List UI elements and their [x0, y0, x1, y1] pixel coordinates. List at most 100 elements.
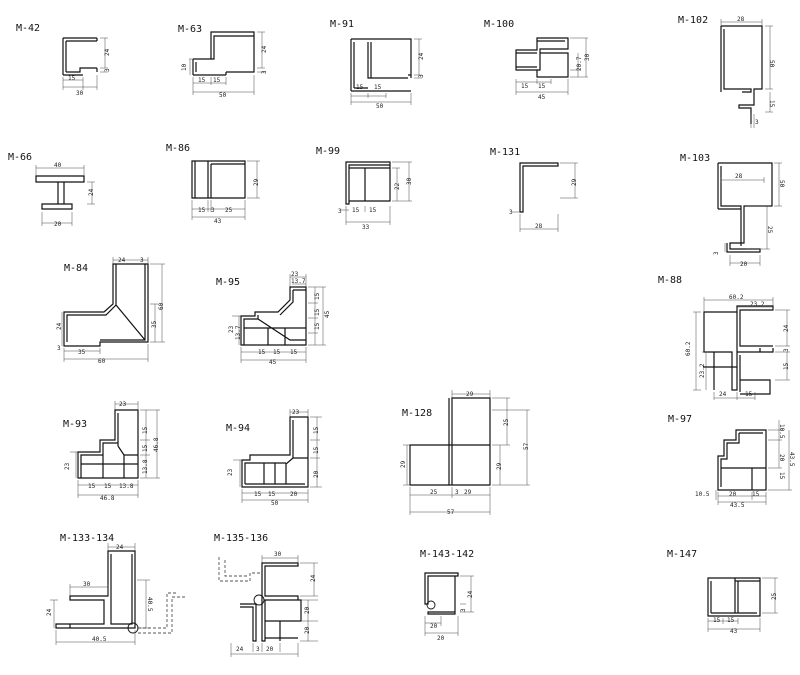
- dimension-lines: [707, 577, 778, 632]
- profile-shape: [720, 25, 763, 124]
- dim-label: 40.5: [92, 636, 107, 643]
- dim-label: 30: [584, 53, 591, 61]
- dim-label: 15: [258, 349, 266, 356]
- dim-label: 3: [509, 209, 513, 216]
- profile-code: M-102: [678, 15, 708, 26]
- dim-label: 28: [535, 223, 543, 230]
- profile-shape: [240, 286, 307, 346]
- dim-label: 15: [273, 349, 281, 356]
- dimension-lines: [50, 543, 150, 645]
- dim-label: 24: [418, 52, 425, 60]
- dim-label: 13.8: [119, 483, 134, 490]
- dim-label: 24: [118, 257, 126, 264]
- dim-label: 50: [768, 60, 775, 68]
- dimension-lines: [715, 420, 792, 505]
- profile-shape: [55, 550, 136, 629]
- dimension-lines: [191, 160, 260, 220]
- dashed-sash-outline: [218, 557, 262, 582]
- profile-shape: [717, 429, 767, 491]
- dimension-lines: [70, 401, 160, 498]
- dim-label: 23: [64, 462, 71, 470]
- dim-label: 25: [225, 207, 233, 214]
- dim-label: 60: [98, 358, 106, 365]
- dim-label: 43.5: [730, 502, 745, 509]
- dim-label: 57: [447, 509, 455, 516]
- dim-label: 23.2: [750, 301, 765, 308]
- dim-label: 15: [521, 83, 529, 90]
- dim-label: 20: [740, 261, 748, 268]
- profile-shape: [345, 161, 391, 205]
- dim-label: 24: [261, 45, 268, 53]
- dimension-lines: [340, 161, 412, 225]
- dim-label: 24: [236, 646, 244, 653]
- dim-label: 24: [467, 590, 474, 598]
- dim-label: 29: [253, 178, 260, 186]
- dimension-lines: [693, 297, 790, 400]
- profile-code: M-88: [658, 275, 682, 286]
- dim-label: 3: [460, 608, 467, 612]
- dim-label: 3: [256, 646, 260, 653]
- profile-code: M-91: [330, 19, 354, 30]
- dim-label: 20: [729, 491, 737, 498]
- dim-label: 15: [314, 322, 321, 330]
- dim-label: 24: [310, 574, 317, 582]
- profile-shape: [62, 37, 98, 76]
- dim-label: 15: [254, 491, 262, 498]
- dim-label: 20: [266, 646, 274, 653]
- profile-m97: M-97 10.5 20 15 43.5 10.5 20 15 43.5: [668, 414, 795, 509]
- dim-label: 23: [228, 325, 235, 333]
- dim-label: 15: [142, 426, 149, 434]
- dim-label: 25: [503, 418, 510, 426]
- dimension-lines: [233, 409, 322, 503]
- dim-label: 15: [314, 308, 321, 316]
- dim-label: 15: [369, 207, 377, 214]
- dimension-lines: [61, 257, 165, 362]
- dim-label: 50: [271, 500, 279, 507]
- dimension-lines: [403, 390, 530, 515]
- dim-label: 24: [783, 324, 790, 332]
- profile-m91: M-91 24 3 15 15 50: [330, 19, 425, 110]
- dim-label: 20: [304, 606, 311, 614]
- dim-label: 3: [57, 345, 61, 352]
- dim-label: 40: [54, 162, 62, 169]
- dim-label: 3: [104, 68, 111, 72]
- dim-label: 3: [418, 74, 425, 78]
- profile-code: M-97: [668, 414, 692, 425]
- hinge-detail: [426, 600, 436, 610]
- dim-label: 15: [352, 207, 360, 214]
- dim-label: 24: [88, 188, 95, 196]
- profile-shape: [63, 263, 149, 347]
- dim-label: 45: [269, 359, 277, 366]
- dim-label: 10.5: [778, 424, 785, 439]
- dim-label: 35: [151, 320, 158, 328]
- dim-label: 3: [211, 207, 215, 214]
- dimension-lines: [720, 19, 773, 128]
- dim-label: 3: [261, 70, 268, 74]
- dim-label: 3: [783, 348, 790, 352]
- profile-m63: M-63 24 10 3 15 15 50: [178, 24, 268, 99]
- dim-label: 24: [104, 48, 111, 56]
- dim-label: 15: [198, 207, 206, 214]
- profile-shape: [703, 305, 774, 395]
- profile-code: M-128: [402, 408, 432, 419]
- dim-label: 43.5: [788, 452, 795, 467]
- dim-label: 45: [538, 94, 546, 101]
- dim-label: 30: [406, 177, 413, 185]
- dim-label: 13.8: [142, 459, 149, 474]
- dimension-lines: [232, 274, 326, 363]
- dim-label: 15: [142, 444, 149, 452]
- profile-m94: M-94 23 15 15 20 23 15 15 20 50: [226, 409, 322, 507]
- dim-label: 35: [78, 349, 86, 356]
- dim-label: 29: [464, 489, 472, 496]
- profile-shape: [409, 397, 491, 486]
- dim-label: 15: [752, 491, 760, 498]
- dim-label: 20.7: [576, 56, 583, 71]
- profile-m93: M-93 23 15 15 13.8 46.8 23 15 15 13.8 46…: [63, 401, 160, 502]
- dim-label: 23: [227, 468, 234, 476]
- dashed-sash-outline: [138, 592, 185, 634]
- dim-label: 15: [356, 84, 364, 91]
- dim-label: 15: [290, 349, 298, 356]
- profile-shape: [717, 162, 773, 253]
- dim-label: 33: [362, 224, 370, 231]
